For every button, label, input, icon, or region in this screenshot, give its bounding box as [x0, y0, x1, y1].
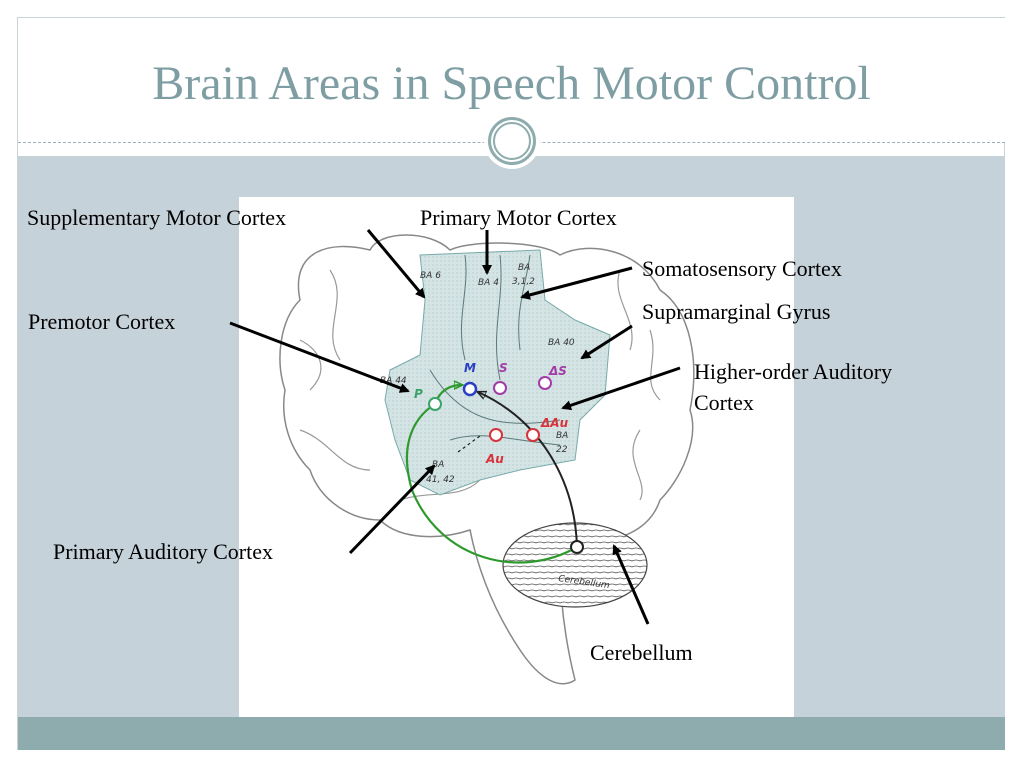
arrow-primary-auditory — [348, 464, 436, 555]
cerebellum-to-motor-path — [478, 392, 578, 548]
label-somatosensory-cortex: Somatosensory Cortex — [642, 256, 842, 281]
area-label-ba4: BA 4 — [478, 278, 499, 288]
node-cerebellum — [570, 540, 584, 554]
node-somatosensory — [493, 381, 507, 395]
node-delta-auditory — [526, 428, 540, 442]
node-delta-somatosensory — [538, 376, 552, 390]
arrow-higher-auditory — [561, 366, 681, 411]
node-label-dau: ΔAu — [540, 416, 569, 430]
node-premotor — [428, 397, 442, 411]
node-motor — [462, 381, 478, 397]
label-supplementary-motor-cortex: Supplementary Motor Cortex — [27, 205, 287, 230]
cortex-shaded-region — [384, 249, 611, 496]
cortex-sulci — [429, 254, 561, 446]
label-higher-order-auditory-line2: Cortex — [694, 390, 754, 415]
node-label-au: Au — [485, 452, 504, 466]
footer-band — [18, 717, 1005, 750]
node-label-ds: ΔS — [548, 364, 567, 378]
slide-title: Brain Areas in Speech Motor Control — [152, 57, 871, 110]
arrow-supplementary-motor — [366, 229, 426, 299]
arrow-cerebellum — [612, 544, 650, 625]
arrow-somatosensory — [520, 266, 633, 300]
arrow-premotor — [229, 321, 410, 393]
label-premotor-cortex: Premotor Cortex — [28, 309, 176, 334]
area-label-ba44: BA 44 — [380, 376, 407, 386]
area-label-ba22-b: 22 — [556, 445, 568, 455]
node-label-p: P — [414, 387, 423, 401]
cerebellum-shape — [502, 522, 648, 608]
area-label-ba40: BA 40 — [548, 338, 575, 348]
circle-ornament-icon — [484, 113, 540, 169]
ornament-inner-ring — [493, 122, 531, 160]
auditory-to-premotor-dashed — [457, 435, 481, 453]
node-auditory — [489, 428, 503, 442]
arrow-supramarginal — [580, 324, 633, 360]
area-label-ba22-a: BA — [556, 431, 568, 441]
label-primary-motor-cortex: Primary Motor Cortex — [420, 205, 617, 230]
node-label-s: S — [499, 361, 508, 375]
feedback-path-green — [405, 403, 578, 564]
label-higher-order-auditory-line1: Higher-order Auditory — [694, 359, 893, 384]
node-label-m: M — [464, 361, 476, 375]
area-label-ba-top: BA — [518, 263, 530, 273]
area-label-ba6: BA 6 — [420, 271, 441, 281]
ornament-outer-ring — [488, 117, 536, 165]
area-label-ba4142-b: 41, 42 — [426, 475, 455, 485]
area-label-ba4142-a: BA — [432, 460, 444, 470]
label-supramarginal-gyrus: Supramarginal Gyrus — [642, 299, 831, 324]
label-primary-auditory-cortex: Primary Auditory Cortex — [53, 539, 273, 564]
area-label-ba312: 3,1,2 — [512, 277, 535, 287]
label-cerebellum: Cerebellum — [590, 640, 693, 665]
